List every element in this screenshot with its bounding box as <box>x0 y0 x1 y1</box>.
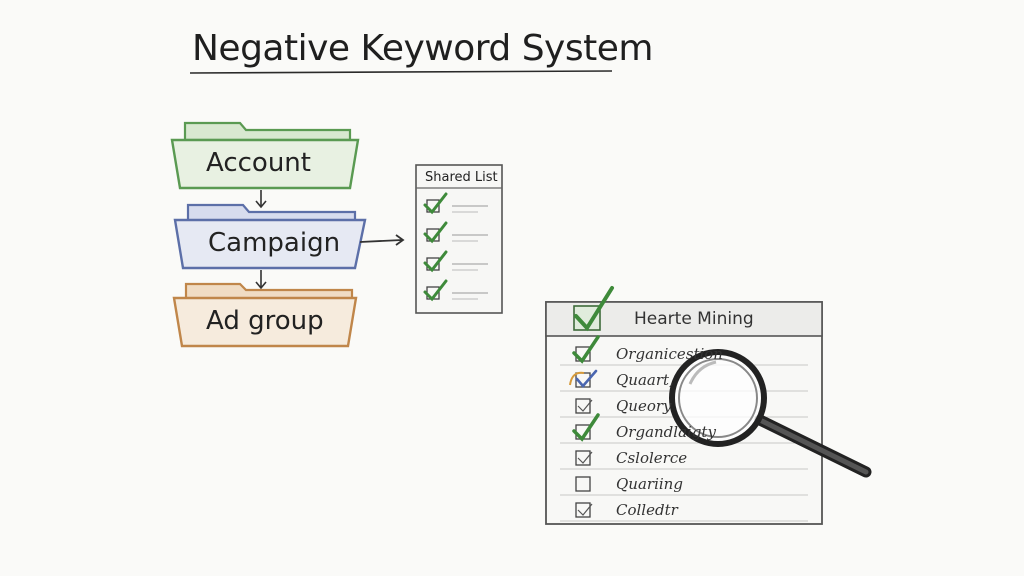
folder-icon <box>183 121 352 142</box>
miner-row <box>560 502 808 522</box>
magnifier-icon <box>669 349 872 478</box>
arrow-down-icon <box>255 270 267 290</box>
shared-list-title: Shared List <box>425 170 498 185</box>
arrow-down-icon <box>255 190 267 209</box>
miner-row-label: Colledtr <box>616 501 678 519</box>
miner-row-label: Organicestion <box>616 345 723 363</box>
folder-label-campaign: Campaign <box>208 228 341 258</box>
checkbox-icon <box>423 250 488 273</box>
folder-label-account: Account <box>206 148 311 178</box>
checkbox-icon <box>423 279 488 302</box>
page-title: Negative Keyword System <box>192 28 653 69</box>
folder-campaign <box>173 203 367 270</box>
folder-body <box>172 296 358 348</box>
folder-body <box>170 138 360 190</box>
miner-row-label: Cslolerce <box>616 449 688 467</box>
folder-label-adgroup: Ad group <box>206 306 324 336</box>
checkbox-icon <box>423 192 488 215</box>
checkbox-icon <box>423 221 488 244</box>
folder-adgroup <box>172 282 358 348</box>
miner-row-label: Organdlaigty <box>616 423 716 441</box>
title-underline <box>189 70 613 74</box>
shared-list-card <box>415 164 503 314</box>
folder-body <box>173 218 367 270</box>
folder-account <box>170 121 360 190</box>
arrow-right-icon <box>359 234 405 246</box>
miner-title: Hearte Mining <box>634 309 754 329</box>
miner-row <box>560 476 808 496</box>
miner-row-label: Quariing <box>616 475 683 493</box>
miner-row <box>560 450 808 470</box>
miner-row-label: Queory <box>616 397 672 415</box>
miner-row <box>560 413 808 444</box>
header-checkbox-icon <box>573 286 614 332</box>
miner-row-label: Quaart, <box>616 371 674 389</box>
